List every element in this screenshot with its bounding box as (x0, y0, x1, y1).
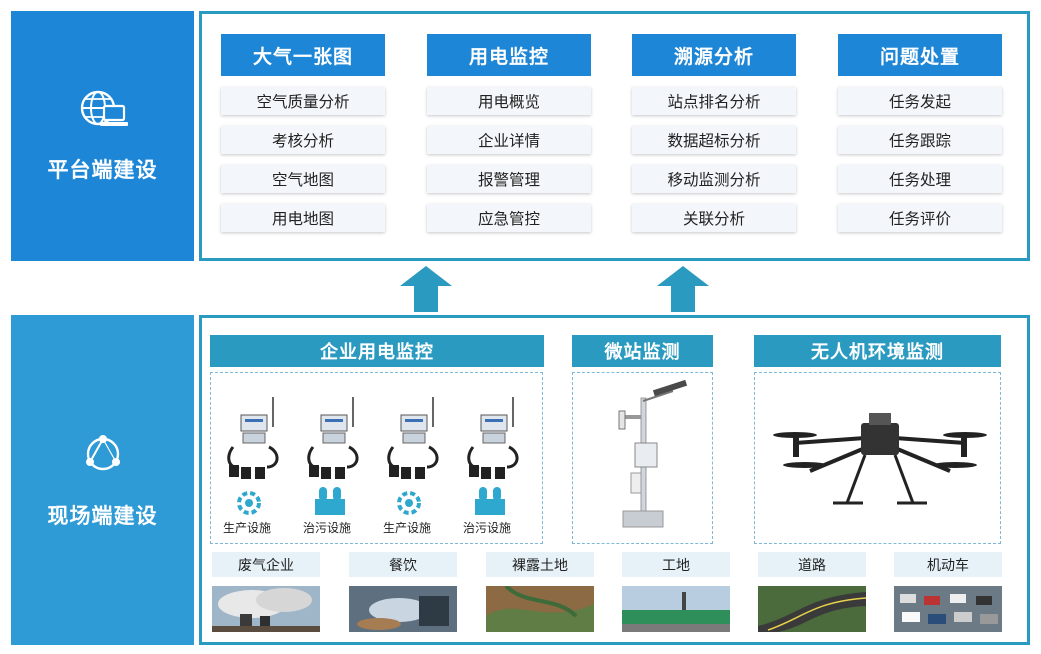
platform-title: 平台端建设 (48, 154, 158, 184)
factory-smoke-photo (212, 586, 320, 632)
enterprise-devices-box: 生产设施 治污设施 生产设施 (210, 372, 543, 544)
menu-item[interactable]: 移动监测分析 (632, 165, 796, 193)
globe-computer-icon (78, 88, 128, 132)
vehicle-traffic-photo (894, 586, 1002, 632)
micro-station-box (572, 372, 713, 544)
menu-item[interactable]: 用电地图 (221, 204, 385, 232)
menu-item[interactable]: 空气地图 (221, 165, 385, 193)
drone-box (754, 372, 1001, 544)
menu-item[interactable]: 关联分析 (632, 204, 796, 232)
platform-panel: 大气一张图 空气质量分析 考核分析 空气地图 用电地图 用电监控 用电概览 企业… (199, 11, 1030, 261)
road-photo (758, 586, 866, 632)
menu-item[interactable]: 任务跟踪 (838, 126, 1002, 154)
power-meter-device-icon (461, 387, 527, 537)
device-label: 治污设施 (287, 519, 367, 536)
bare-land-photo (486, 586, 594, 632)
drone-icon (755, 373, 1002, 543)
menu-item[interactable]: 任务处理 (838, 165, 1002, 193)
column-issue-handling: 问题处置 任务发起 任务跟踪 任务处理 任务评价 (838, 34, 1002, 232)
scene-label-exhaust-enterprise: 废气企业 (212, 552, 320, 577)
menu-item[interactable]: 用电概览 (427, 87, 591, 115)
scene-label-construction-site: 工地 (622, 552, 730, 577)
menu-item[interactable]: 考核分析 (221, 126, 385, 154)
up-arrow-icon (400, 266, 452, 312)
scene-label-road: 道路 (758, 552, 866, 577)
scene-label-catering: 餐饮 (349, 552, 457, 577)
drone-monitor-header: 无人机环境监测 (754, 335, 1001, 367)
column-source-analysis: 溯源分析 站点排名分析 数据超标分析 移动监测分析 关联分析 (632, 34, 796, 232)
enterprise-power-header: 企业用电监控 (210, 335, 544, 367)
weather-station-icon (573, 373, 714, 543)
column-header[interactable]: 大气一张图 (221, 34, 385, 76)
menu-item[interactable]: 企业详情 (427, 126, 591, 154)
menu-item[interactable]: 任务发起 (838, 87, 1002, 115)
field-title: 现场端建设 (48, 500, 158, 530)
platform-side-panel: 平台端建设 (11, 11, 194, 261)
menu-item[interactable]: 任务评价 (838, 204, 1002, 232)
scene-label-vehicle: 机动车 (894, 552, 1002, 577)
scene-label-bare-land: 裸露土地 (486, 552, 594, 577)
column-header[interactable]: 问题处置 (838, 34, 1002, 76)
column-atmosphere-map: 大气一张图 空气质量分析 考核分析 空气地图 用电地图 (221, 34, 385, 232)
column-header[interactable]: 溯源分析 (632, 34, 796, 76)
column-power-monitor: 用电监控 用电概览 企业详情 报警管理 应急管控 (427, 34, 591, 232)
network-node-icon (79, 430, 127, 478)
menu-item[interactable]: 数据超标分析 (632, 126, 796, 154)
power-meter-device-icon (381, 387, 447, 537)
power-meter-device-icon (301, 387, 367, 537)
menu-item[interactable]: 应急管控 (427, 204, 591, 232)
device-label: 治污设施 (447, 519, 527, 536)
catering-photo (349, 586, 457, 632)
up-arrow-icon (657, 266, 709, 312)
device-label: 生产设施 (367, 519, 447, 536)
field-side-panel: 现场端建设 (11, 315, 194, 645)
power-meter-device-icon (221, 387, 287, 537)
column-header[interactable]: 用电监控 (427, 34, 591, 76)
device-label: 生产设施 (207, 519, 287, 536)
micro-station-header: 微站监测 (572, 335, 713, 367)
menu-item[interactable]: 空气质量分析 (221, 87, 385, 115)
menu-item[interactable]: 报警管理 (427, 165, 591, 193)
construction-site-photo (622, 586, 730, 632)
menu-item[interactable]: 站点排名分析 (632, 87, 796, 115)
